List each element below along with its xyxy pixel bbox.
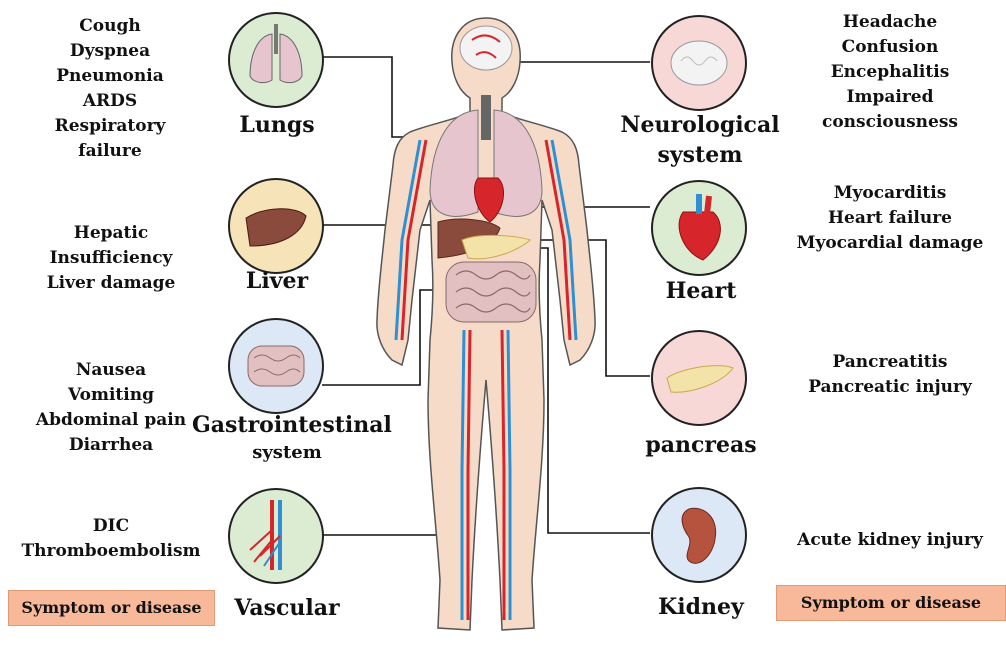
kidney-label: Kidney (646, 592, 756, 622)
kidney-icon (651, 487, 747, 583)
intestines-shape (446, 262, 536, 322)
gi-icon (228, 318, 324, 414)
vascular-icon (228, 488, 324, 584)
neuro-label: Neurological system (620, 110, 780, 170)
lungs-label: Lungs (222, 110, 332, 140)
pancreas-icon (651, 330, 747, 426)
legend-symptom-left: Symptom or disease (8, 590, 215, 626)
liver-icon (228, 178, 324, 274)
liver-label: Liver (222, 266, 332, 296)
heart-label: Heart (646, 276, 756, 306)
legend-symptom-right: Symptom or disease (776, 585, 1006, 621)
gi-label: Gastrointestinal system (192, 412, 382, 466)
kidney-symptoms: Acute kidney injury (785, 528, 995, 553)
heart-icon (651, 180, 747, 276)
brain-icon (651, 15, 747, 111)
vascular-label: Vascular (222, 593, 352, 623)
lungs-icon (228, 12, 324, 108)
brain (460, 26, 512, 70)
pancreas-label: pancreas (636, 430, 766, 460)
